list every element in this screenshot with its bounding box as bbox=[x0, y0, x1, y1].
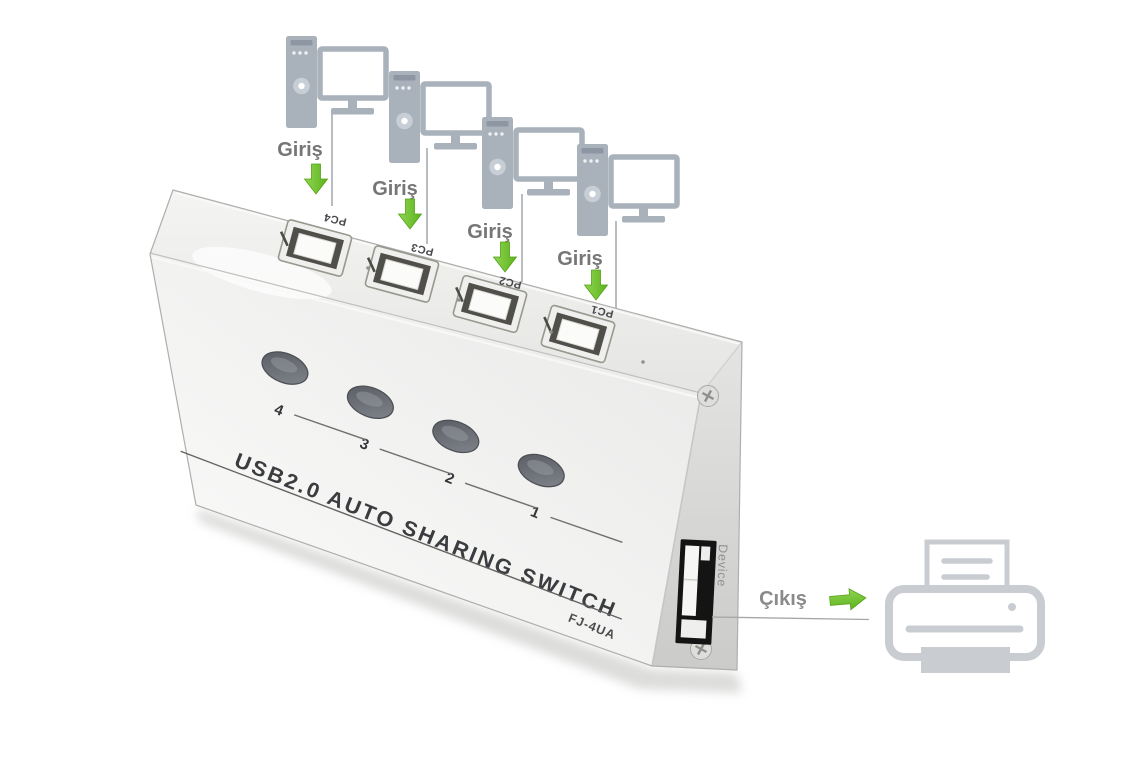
input-label-4: Giriş bbox=[557, 248, 603, 270]
arrow-down-icon bbox=[493, 241, 517, 273]
input-connector-lines bbox=[331, 113, 617, 310]
computer-icon-4 bbox=[577, 144, 677, 236]
usb-a-bottom bbox=[680, 619, 707, 639]
computer-icon-3 bbox=[482, 117, 582, 209]
input-label-3: Giriş bbox=[467, 221, 513, 243]
port-label-pc3: PC3 bbox=[410, 240, 435, 257]
back-edge-highlight bbox=[175, 192, 741, 345]
port-label-pc2: PC2 bbox=[498, 273, 523, 290]
input-label-2: Giriş bbox=[372, 178, 418, 200]
front-top-edge bbox=[149, 252, 702, 394]
port-label-pc1: PC1 bbox=[590, 302, 615, 319]
device-outline bbox=[149, 189, 743, 671]
printer-body bbox=[885, 585, 1045, 661]
computer-icon-1 bbox=[286, 36, 386, 128]
usb-a-contact bbox=[700, 546, 711, 561]
printer-tray bbox=[921, 647, 1010, 673]
top-face-dot bbox=[549, 330, 553, 334]
arrow-down-icon bbox=[304, 163, 328, 195]
output-port-label: Device bbox=[715, 544, 730, 587]
printer-icon bbox=[885, 539, 1045, 673]
port-label-pc4: PC4 bbox=[322, 210, 347, 227]
arrow-down-icon bbox=[398, 198, 422, 230]
button-number-lines bbox=[294, 414, 623, 543]
front-top-edge-highlight bbox=[150, 255, 701, 400]
usb-a-tongue-seam bbox=[683, 578, 698, 581]
top-face-dot bbox=[366, 266, 370, 270]
arrow-down-icon bbox=[584, 269, 608, 301]
switch-device: PC4 PC3 PC2 PC1 4 3 2 1 USB2.0 AUTO SHAR… bbox=[149, 189, 743, 693]
front-right-edge bbox=[651, 393, 702, 667]
input-label-1: Giriş bbox=[277, 139, 323, 161]
title-underline bbox=[180, 450, 623, 620]
screw-icon-top bbox=[696, 384, 720, 408]
device-right-face bbox=[652, 342, 742, 670]
top-face-dot bbox=[641, 360, 645, 364]
usb-a-tongue bbox=[681, 545, 700, 617]
top-face-highlight bbox=[192, 246, 332, 300]
usb-a-output-port bbox=[675, 539, 717, 645]
computer-icon-2 bbox=[389, 71, 489, 163]
top-face-dot bbox=[457, 298, 461, 302]
output-connector-line bbox=[711, 616, 870, 621]
arrow-right-icon bbox=[828, 587, 868, 612]
output-label: Çıkış bbox=[759, 588, 807, 610]
device-shadow bbox=[196, 508, 742, 693]
printer-indicator-dot bbox=[1008, 603, 1016, 611]
